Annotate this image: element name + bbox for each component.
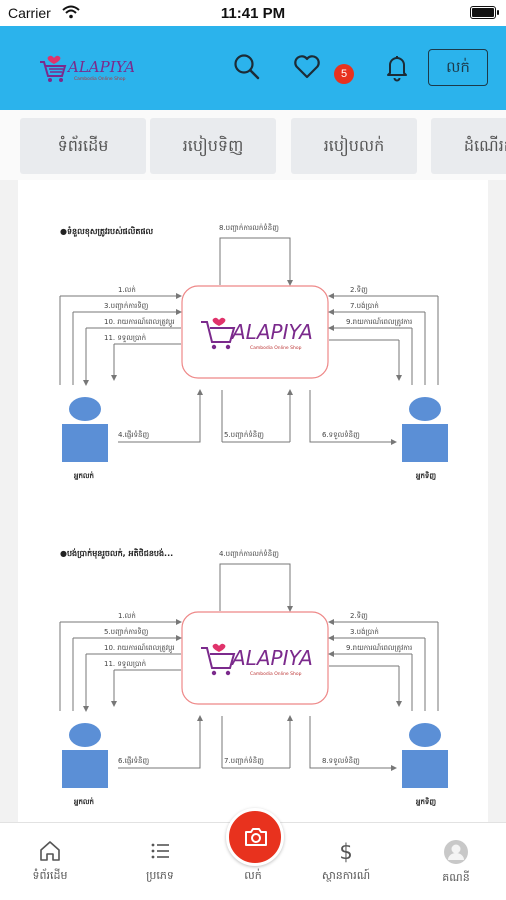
nav-categories[interactable]: ប្រភេទ [110, 839, 210, 885]
search-icon[interactable] [232, 52, 262, 82]
seller-person-icon [62, 397, 108, 462]
guide-content: ●ទំនួលខុសត្រូវរបស់ផលិតផល 8.បញ្ជាក់ការលក់… [18, 180, 488, 822]
svg-text:8.ទទួលទំនិញ: 8.ទទួលទំនិញ [322, 756, 360, 766]
status-time: 11:41 PM [220, 5, 286, 22]
svg-text:$: $ [339, 840, 352, 863]
buyer-label: អ្នកទិញ [415, 471, 436, 480]
svg-text:9.រាយការណ៍ពេលត្រូវការ: 9.រាយការណ៍ពេលត្រូវការ [346, 643, 412, 653]
nav-pricing[interactable]: $ ស្ថានការណ៍ [296, 839, 396, 885]
process-diagram-1: ●ទំនួលខុសត្រូវរបស់ផលិតផល 8.បញ្ជាក់ការលក់… [59, 223, 448, 480]
svg-text:2.ទិញ: 2.ទិញ [350, 285, 368, 294]
camera-button[interactable] [226, 808, 284, 866]
dollar-icon: $ [339, 840, 352, 863]
diagram-title: ●ទំនួលខុសត្រូវរបស់ផលិតផល [60, 226, 154, 237]
svg-text:10. រាយការណ៍ពេលត្រូវប្តូរ: 10. រាយការណ៍ពេលត្រូវប្តូរ [104, 643, 175, 654]
svg-text:7.បង់ប្រាក់: 7.បង់ប្រាក់ [350, 301, 379, 310]
svg-text:ALAPIYA: ALAPIYA [230, 320, 313, 344]
diagram-top-label: 8.បញ្ជាក់ការលក់ទំនិញ [219, 223, 279, 232]
alapiya-center-box [181, 285, 329, 379]
nav-pricing-label: ស្ថានការណ៍ [321, 869, 371, 882]
logo-tagline: Cambodia Online Shop [74, 76, 126, 82]
svg-text:Cambodia Online Shop: Cambodia Online Shop [250, 671, 302, 677]
buyer-label: អ្នកទិញ [415, 797, 436, 806]
nav-account[interactable]: គណនី [406, 839, 506, 887]
nav-sell[interactable]: លក់ [203, 839, 303, 885]
nav-categories-label: ប្រភេទ [146, 869, 174, 882]
seller-person-icon [62, 723, 108, 788]
seller-label: អ្នកលក់ [73, 471, 95, 480]
status-bar: Carrier 11:41 PM [0, 0, 506, 26]
battery-icon [470, 6, 499, 19]
svg-text:9.រាយការណ៍ពេលត្រូវការ: 9.រាយការណ៍ពេលត្រូវការ [346, 317, 412, 327]
buyer-person-icon [402, 397, 448, 462]
tab-home[interactable]: ទំព័រដើម [20, 118, 146, 174]
app-header: ALAPIYA Cambodia Online Shop 5 លក់ [0, 26, 506, 110]
nav-account-label: គណនី [442, 871, 470, 884]
svg-text:11. ទទួលប្រាក់: 11. ទទួលប្រាក់ [104, 659, 146, 669]
svg-text:Cambodia Online Shop: Cambodia Online Shop [250, 345, 302, 351]
category-tabs: ទំព័រដើម របៀបទិញ របៀបលក់ ដំណើរការ [0, 110, 506, 180]
svg-text:7.បញ្ជាក់ទំនិញ: 7.បញ្ជាក់ទំនិញ [224, 756, 264, 765]
app-logo[interactable]: ALAPIYA Cambodia Online Shop [34, 48, 135, 86]
center-logo-icon: ALAPIYA Cambodia Online Shop [201, 643, 313, 677]
camera-icon [245, 828, 267, 846]
svg-text:3.បង់ប្រាក់: 3.បង់ប្រាក់ [350, 627, 379, 636]
logo-text: ALAPIYA [66, 58, 134, 76]
diagram-top-label: 4.បញ្ជាក់ការលក់ទំនិញ [219, 549, 279, 558]
svg-text:ALAPIYA: ALAPIYA [230, 646, 313, 670]
nav-home[interactable]: ទំព័រដើម [0, 839, 100, 885]
nav-home-label: ទំព័រដើម [32, 869, 68, 882]
svg-text:1.លក់: 1.លក់ [118, 285, 136, 294]
buyer-person-icon [402, 723, 448, 788]
alapiya-center-box [181, 611, 329, 705]
diagram-title: ●បង់ប្រាក់មុនរួចលក់, អតិថិជនបង់... [60, 548, 173, 559]
wifi-icon [62, 4, 80, 23]
process-diagram-2: ●បង់ប្រាក់មុនរួចលក់, អតិថិជនបង់... 4.បញ្… [59, 548, 448, 806]
svg-text:10. រាយការណ៍ពេលត្រូវប្តូរ: 10. រាយការណ៍ពេលត្រូវប្តូរ [104, 317, 175, 328]
bell-icon[interactable] [382, 52, 412, 82]
tab-process[interactable]: ដំណើរការ [431, 118, 506, 174]
svg-text:6.ទទួលទំនិញ: 6.ទទួលទំនិញ [322, 430, 360, 440]
list-icon [151, 843, 169, 859]
svg-text:5.បញ្ជាក់ការទិញ: 5.បញ្ជាក់ការទិញ [104, 627, 148, 636]
tab-how-to-buy[interactable]: របៀបទិញ [150, 118, 276, 174]
sell-button[interactable]: លក់ [428, 49, 488, 86]
svg-text:11. ទទួលប្រាក់: 11. ទទួលប្រាក់ [104, 333, 146, 343]
carrier-label: Carrier [8, 5, 51, 21]
svg-text:5.បញ្ជាក់ទំនិញ: 5.បញ្ជាក់ទំនិញ [224, 430, 264, 439]
center-logo-icon: ALAPIYA Cambodia Online Shop [201, 317, 313, 351]
seller-label: អ្នកលក់ [73, 797, 95, 806]
nav-sell-label: លក់ [244, 869, 262, 882]
svg-text:6.ផ្ញើរទំនិញ: 6.ផ្ញើរទំនិញ [118, 756, 149, 765]
favorites-badge: 5 [334, 64, 354, 84]
svg-text:4.ផ្ញើរទំនិញ: 4.ផ្ញើរទំនិញ [118, 430, 149, 439]
svg-text:1.លក់: 1.លក់ [118, 611, 136, 620]
home-icon [40, 841, 60, 861]
tab-how-to-sell[interactable]: របៀបលក់ [291, 118, 417, 174]
heart-icon[interactable] [292, 52, 322, 82]
svg-text:3.បញ្ជាក់ការទិញ: 3.បញ្ជាក់ការទិញ [104, 301, 148, 310]
svg-text:2.ទិញ: 2.ទិញ [350, 611, 368, 620]
avatar-icon [444, 840, 468, 864]
